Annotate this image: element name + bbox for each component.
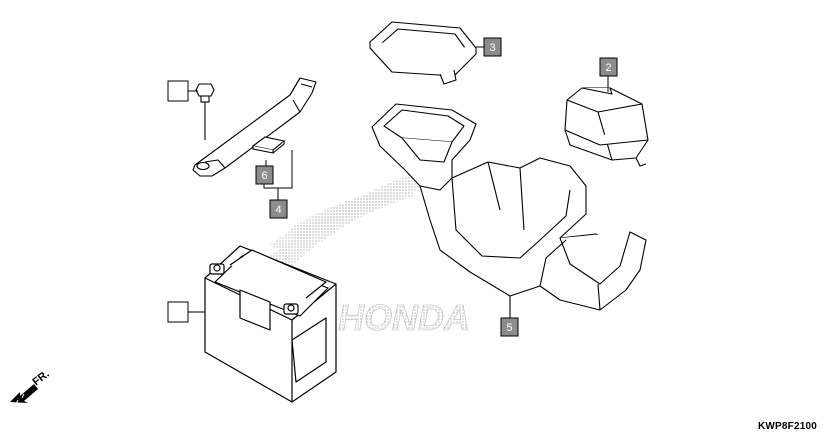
- watermark-text: HONDA: [338, 297, 470, 338]
- svg-text:2: 2: [605, 62, 611, 74]
- svg-text:5: 5: [506, 322, 512, 334]
- tray-lid: [369, 21, 477, 85]
- cushion-pad: [251, 136, 286, 154]
- callout-3: 3: [483, 37, 502, 57]
- callout-2: 2: [599, 57, 618, 77]
- bolt: [195, 83, 215, 140]
- battery-cover: [564, 87, 649, 167]
- callout-1: [167, 80, 189, 102]
- svg-text:3: 3: [489, 42, 495, 54]
- callout-5: 5: [500, 317, 519, 337]
- battery-bracket: [192, 77, 317, 177]
- front-direction-arrow-icon: [10, 384, 38, 405]
- svg-text:6: 6: [261, 170, 267, 182]
- callout-4: 4: [269, 199, 288, 219]
- callout-6: 6: [255, 165, 274, 185]
- diagram-code: KWP8F2100: [757, 421, 817, 432]
- battery-tray: [371, 103, 647, 318]
- svg-text:4: 4: [275, 204, 281, 216]
- battery: [204, 245, 337, 403]
- callout-7: [167, 301, 189, 323]
